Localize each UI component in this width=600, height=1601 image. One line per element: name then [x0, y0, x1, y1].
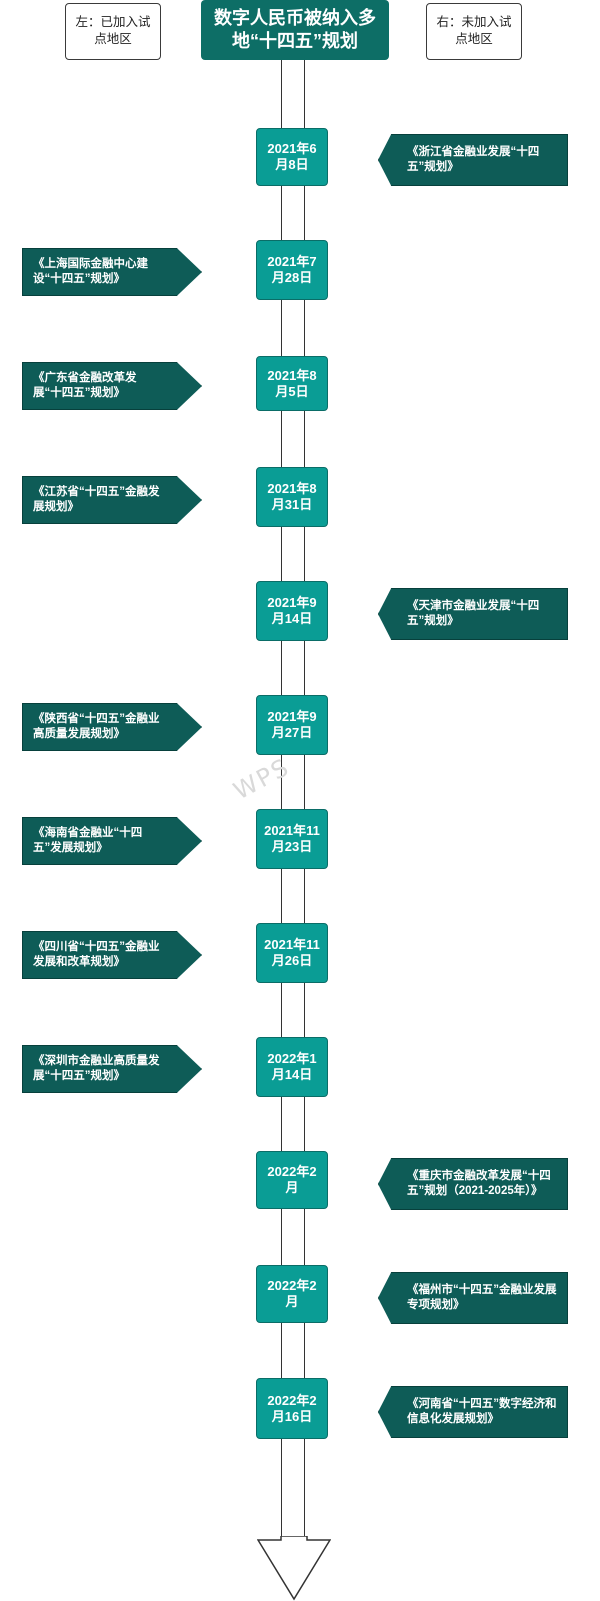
plan-text: 《浙江省金融业发展“十四五”规划》: [407, 146, 540, 173]
date-text: 2022年2月: [267, 1164, 317, 1195]
date-text: 2021年11月23日: [264, 823, 320, 854]
plan-note-left: 《上海国际金融中心建设“十四五”规划》: [22, 248, 202, 296]
date-box: 2021年8月31日: [256, 467, 328, 527]
date-text: 2021年11月26日: [264, 937, 320, 968]
date-box: 2022年2月: [256, 1265, 328, 1323]
plan-note-right: 《重庆市金融改革发展“十四五”规划（2021-2025年）》: [378, 1158, 568, 1210]
date-text: 2022年1月14日: [267, 1051, 317, 1082]
plan-text: 《广东省金融改革发展“十四五”规划》: [33, 372, 137, 399]
plan-note-left: 《江苏省“十四五”金融发展规划》: [22, 476, 202, 524]
date-box: 2021年7月28日: [256, 240, 328, 300]
date-box: 2021年11月26日: [256, 923, 328, 983]
plan-note-left: 《陕西省“十四五”金融业高质量发展规划》: [22, 703, 202, 751]
diagram-title: 数字人民币被纳入多地“十四五”规划: [201, 0, 389, 60]
date-box: 2021年9月27日: [256, 695, 328, 755]
plan-note-right: 《河南省“十四五”数字经济和信息化发展规划》: [378, 1386, 568, 1438]
date-text: 2021年7月28日: [267, 254, 317, 285]
legend-left-text: 左：已加入试点地区: [75, 15, 151, 46]
plan-text: 《陕西省“十四五”金融业高质量发展规划》: [33, 713, 160, 740]
plan-note-left: 《海南省金融业“十四五”发展规划》: [22, 817, 202, 865]
date-text: 2021年9月27日: [267, 709, 317, 740]
date-text: 2021年9月14日: [267, 595, 317, 626]
timeline-arrowhead: [257, 1536, 331, 1601]
legend-box-left: 左：已加入试点地区: [65, 3, 161, 60]
plan-note-left: 《四川省“十四五”金融业发展和改革规划》: [22, 931, 202, 979]
plan-text: 《上海国际金融中心建设“十四五”规划》: [33, 258, 148, 285]
plan-note-left: 《广东省金融改革发展“十四五”规划》: [22, 362, 202, 410]
title-text: 数字人民币被纳入多地“十四五”规划: [214, 8, 376, 51]
legend-right-text: 右：未加入试点地区: [436, 15, 512, 46]
plan-text: 《重庆市金融改革发展“十四五”规划（2021-2025年）》: [407, 1170, 551, 1197]
date-box: 2021年11月23日: [256, 809, 328, 869]
plan-text: 《福州市“十四五”金融业发展专项规划》: [407, 1284, 557, 1311]
date-text: 2021年8月5日: [267, 367, 317, 399]
plan-text: 《河南省“十四五”数字经济和信息化发展规划》: [407, 1398, 557, 1425]
date-box: 2021年6月8日: [256, 128, 328, 186]
date-text: 2022年2月: [267, 1278, 317, 1309]
plan-note-right: 《天津市金融业发展“十四五”规划》: [378, 588, 568, 640]
plan-text: 《四川省“十四五”金融业发展和改革规划》: [33, 941, 160, 968]
date-box: 2022年1月14日: [256, 1037, 328, 1097]
plan-text: 《江苏省“十四五”金融发展规划》: [33, 486, 160, 513]
date-box: 2022年2月: [256, 1151, 328, 1209]
plan-text: 《天津市金融业发展“十四五”规划》: [407, 600, 540, 627]
date-text: 2022年2月16日: [267, 1392, 317, 1424]
legend-box-right: 右：未加入试点地区: [426, 3, 522, 60]
plan-note-left: 《深圳市金融业高质量发展“十四五”规划》: [22, 1045, 202, 1093]
plan-note-right: 《浙江省金融业发展“十四五”规划》: [378, 134, 568, 186]
date-box: 2022年2月16日: [256, 1378, 328, 1439]
date-box: 2021年9月14日: [256, 581, 328, 641]
date-box: 2021年8月5日: [256, 356, 328, 411]
plan-note-right: 《福州市“十四五”金融业发展专项规划》: [378, 1272, 568, 1324]
date-text: 2021年6月8日: [267, 141, 317, 172]
date-text: 2021年8月31日: [267, 481, 317, 512]
plan-text: 《海南省金融业“十四五”发展规划》: [33, 827, 143, 854]
plan-text: 《深圳市金融业高质量发展“十四五”规划》: [33, 1055, 160, 1082]
